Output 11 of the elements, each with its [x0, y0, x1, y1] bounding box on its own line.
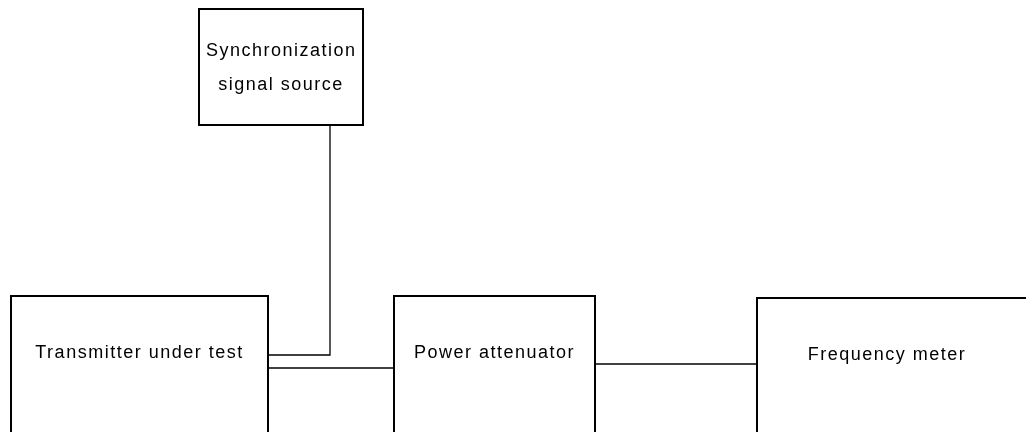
box-label: Power attenuator [413, 341, 576, 364]
connector-line [268, 125, 331, 356]
process-box [198, 8, 364, 126]
box-label: Transmitter under test [35, 341, 244, 364]
box-label: Synchronization signal source [206, 39, 356, 96]
connector-line [268, 367, 394, 369]
process-box [393, 295, 596, 432]
connector-line [595, 363, 757, 365]
process-box [756, 297, 1026, 432]
box-label: Frequency meter [807, 343, 967, 366]
process-box [10, 295, 269, 432]
